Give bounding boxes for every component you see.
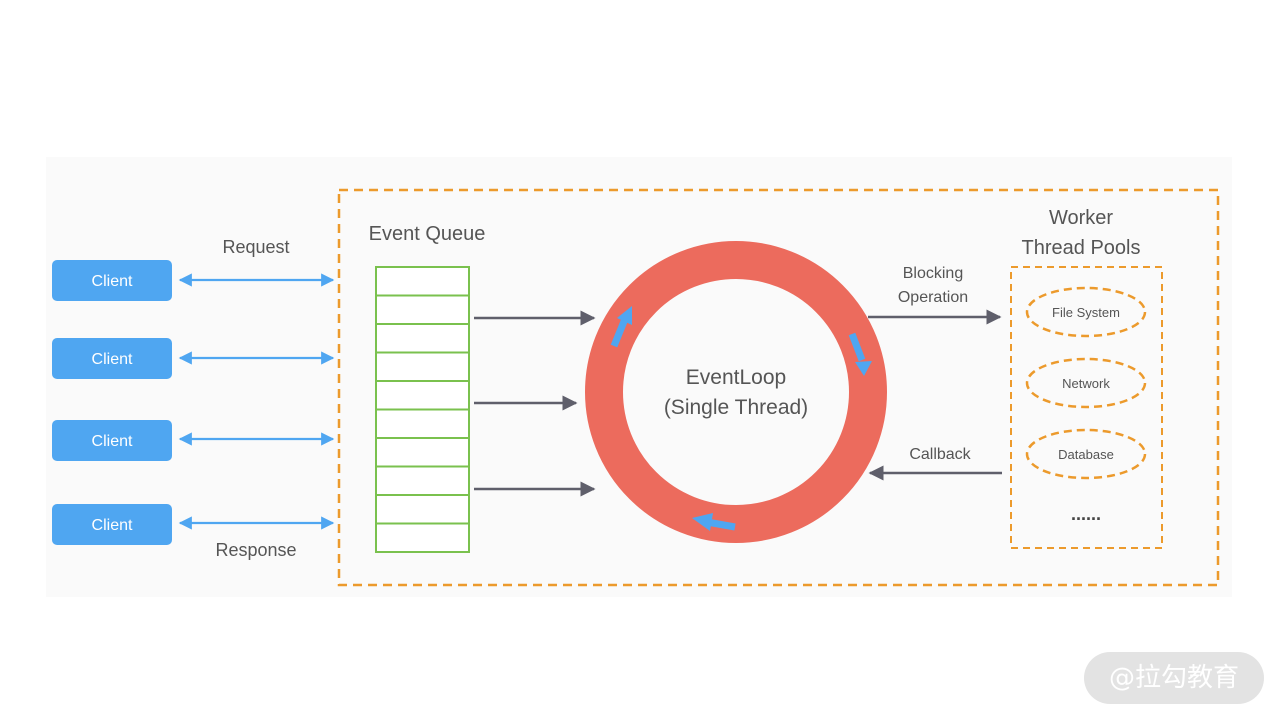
rotation-arrow-icon [692, 513, 736, 531]
event-queue-slot [375, 266, 470, 297]
eventloop-subtitle: (Single Thread) [664, 396, 808, 419]
watermark-logo: @拉勾教育 [1084, 652, 1264, 704]
worker-pool-title: Worker [1049, 207, 1113, 229]
rotation-arrow-icon [610, 306, 632, 348]
client-label: Client [92, 351, 133, 368]
blocking-label: Blocking [903, 265, 963, 282]
eventloop-title: EventLoop [686, 366, 786, 389]
svg-text:File System: File System [1052, 305, 1120, 320]
client-box[interactable]: Client [52, 504, 172, 545]
event-queue-slot [375, 294, 470, 325]
client-label: Client [92, 517, 133, 534]
event-queue-title: Event Queue [369, 223, 486, 245]
client-box[interactable]: Client [52, 338, 172, 379]
event-queue-slot [375, 380, 470, 411]
more-workers-ellipsis: ...... [1071, 504, 1101, 524]
event-loop-ring [585, 241, 887, 543]
client-box[interactable]: Client [52, 420, 172, 461]
worker-database: Database [1025, 428, 1147, 480]
worker-pool-title: Thread Pools [1022, 237, 1141, 259]
rotation-arrow-icon [848, 332, 872, 376]
event-queue-slot [375, 351, 470, 382]
svg-text:Network: Network [1062, 376, 1110, 391]
blocking-label: Operation [898, 289, 968, 306]
worker-network: Network [1025, 357, 1147, 409]
response-label: Response [215, 540, 296, 560]
worker-file-system: File System [1025, 286, 1147, 338]
event-queue-slot [375, 408, 470, 439]
server-boundary [337, 188, 1220, 587]
event-queue [375, 266, 470, 553]
client-label: Client [92, 433, 133, 450]
client-box[interactable]: Client [52, 260, 172, 301]
callback-label: Callback [909, 446, 971, 463]
worker-pool-box [1010, 266, 1163, 549]
svg-text:Database: Database [1058, 447, 1114, 462]
event-queue-slot [375, 522, 470, 553]
event-queue-slot [375, 494, 470, 525]
event-queue-slot [375, 465, 470, 496]
request-label: Request [222, 237, 289, 257]
event-queue-slot [375, 437, 470, 468]
client-label: Client [92, 273, 133, 290]
event-queue-slot [375, 323, 470, 354]
